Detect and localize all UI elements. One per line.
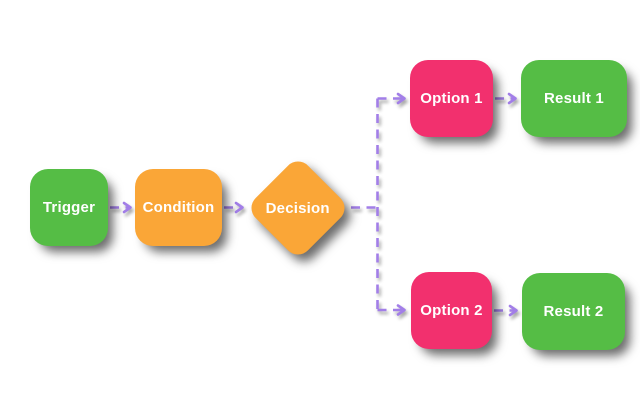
node-decision: Decision [245,155,351,261]
node-option2-label: Option 2 [420,302,483,319]
node-trigger: Trigger [30,169,108,246]
node-result2: Result 2 [522,273,625,350]
node-option2: Option 2 [411,272,492,349]
node-option1-label: Option 1 [420,90,483,107]
node-trigger-label: Trigger [42,199,96,216]
node-decision-label: Decision [265,199,331,217]
node-result1-label: Result 1 [544,90,604,107]
node-result1: Result 1 [521,60,627,137]
node-option1: Option 1 [410,60,493,137]
node-condition: Condition [135,169,222,246]
node-condition-label: Condition [142,199,215,216]
node-result2-label: Result 2 [543,303,604,320]
decision-diamond-shape: Decision [245,155,351,261]
